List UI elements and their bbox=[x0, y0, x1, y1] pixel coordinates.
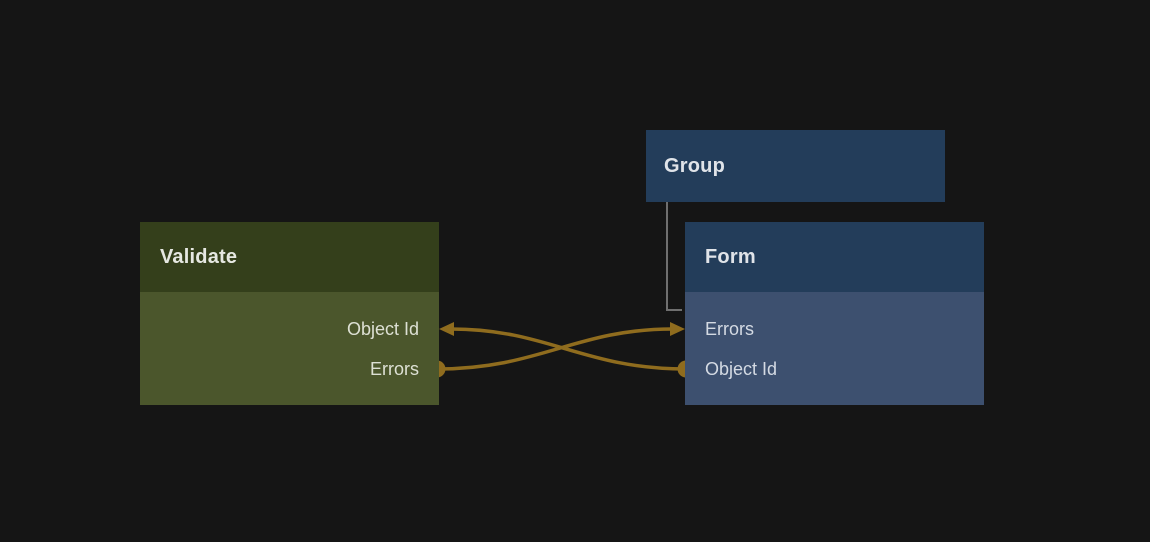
port-validate-errors[interactable]: Errors bbox=[140, 349, 439, 389]
node-validate-body: Object Id Errors bbox=[140, 292, 439, 405]
node-form-header[interactable]: Form bbox=[685, 222, 984, 292]
port-validate-objectid-label: Object Id bbox=[346, 318, 419, 339]
node-form[interactable]: Form Errors Object Id bbox=[685, 222, 984, 405]
node-form-title: Form bbox=[705, 245, 756, 268]
port-form-errors-label: Errors bbox=[705, 318, 754, 339]
port-form-errors[interactable]: Errors bbox=[685, 309, 984, 349]
port-validate-objectid[interactable]: Object Id bbox=[140, 309, 439, 349]
port-form-objectid[interactable]: Object Id bbox=[685, 349, 984, 389]
node-validate-title: Validate bbox=[160, 245, 238, 268]
wire-form-objectid-to-validate-objectid[interactable] bbox=[449, 327, 688, 371]
parent-link-group-to-form[interactable] bbox=[666, 202, 682, 311]
port-form-objectid-label: Object Id bbox=[705, 358, 778, 379]
input-arrow-icon-validate-objectid[interactable] bbox=[439, 322, 454, 336]
port-validate-errors-label: Errors bbox=[370, 358, 419, 379]
input-arrow-icon-form-errors[interactable] bbox=[670, 322, 685, 336]
node-group[interactable]: Group bbox=[646, 130, 945, 202]
node-form-body: Errors Object Id bbox=[685, 292, 984, 405]
node-group-title: Group bbox=[664, 154, 725, 177]
node-validate-header[interactable]: Validate bbox=[140, 222, 439, 292]
node-group-header[interactable]: Group bbox=[646, 130, 945, 202]
wire-validate-errors-to-form-errors[interactable] bbox=[435, 327, 675, 371]
node-validate[interactable]: Validate Object Id Errors bbox=[140, 222, 439, 405]
